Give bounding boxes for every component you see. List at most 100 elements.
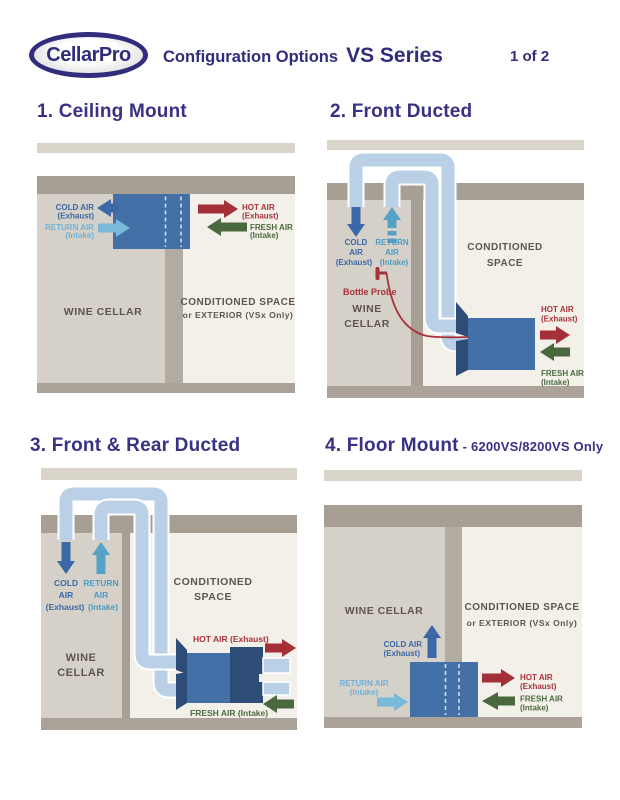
- svg-text:FRESH AIR: FRESH AIR: [541, 369, 584, 378]
- document-title: Configuration Options VS Series: [163, 44, 443, 68]
- cold-air-arrow: [97, 199, 118, 217]
- svg-text:(Exhaust): (Exhaust): [384, 649, 421, 658]
- return-air-arrow: [377, 693, 408, 711]
- document-title-series: VS Series: [346, 44, 443, 67]
- wine-cellar-label: WINE CELLAR: [57, 652, 105, 679]
- panel-2-title: 2. Front Ducted: [330, 101, 473, 122]
- svg-text:RETURN: RETURN: [83, 578, 118, 588]
- return-air-label: RETURN AIR (Intake): [83, 578, 118, 612]
- conditioned-space-label: CONDITIONED SPACE: [467, 242, 543, 269]
- return-duct: [383, 168, 469, 335]
- svg-text:(Exhaust): (Exhaust): [58, 212, 95, 221]
- return-air-arrow: [383, 207, 401, 243]
- page-number: 1 of 2: [510, 48, 550, 65]
- svg-text:(Intake): (Intake): [350, 688, 379, 697]
- hot-air-label: HOT AIR (Exhaust): [242, 203, 279, 221]
- conditioned-space-label: CONDITIONED SPACE: [174, 576, 253, 603]
- svg-text:(Intake): (Intake): [541, 378, 570, 387]
- svg-text:CONDITIONED: CONDITIONED: [467, 242, 543, 253]
- wine-cellar-label: WINE CELLAR: [64, 306, 142, 318]
- svg-text:COLD: COLD: [54, 578, 78, 588]
- front-rear-ducted-diagram: COLD AIR (Exhaust) RETURN AIR (Intake) W…: [41, 468, 297, 730]
- rear-ducts: [262, 657, 291, 696]
- hot-air-label: HOT AIR (Exhaust): [520, 673, 557, 691]
- svg-text:WINE: WINE: [352, 303, 381, 315]
- return-air-arrow: [92, 542, 110, 574]
- ceiling-band: [37, 176, 295, 194]
- dividing-wall: [445, 527, 462, 662]
- dividing-wall: [122, 533, 130, 718]
- floor-bar: [327, 386, 584, 398]
- logo-text: CellarPro: [46, 43, 131, 66]
- return-air-label: RETURN AIR (Intake): [339, 679, 388, 697]
- hot-air-arrow: [540, 326, 570, 344]
- front-ducted-diagram: COLD AIR (Exhaust) RETURN AIR (Intake) B…: [327, 140, 584, 398]
- top-bar: [37, 143, 295, 153]
- svg-text:(Intake): (Intake): [520, 704, 549, 713]
- cold-air-arrow: [347, 207, 365, 237]
- svg-text:(Intake): (Intake): [88, 602, 118, 612]
- hot-air-label: HOT AIR (Exhaust): [541, 305, 578, 324]
- svg-text:(Exhaust): (Exhaust): [520, 682, 557, 691]
- top-bar: [41, 468, 297, 480]
- fresh-air-arrow: [482, 692, 515, 710]
- svg-text:SPACE: SPACE: [487, 258, 523, 269]
- svg-text:(Exhaust): (Exhaust): [242, 212, 279, 221]
- top-bar: [327, 140, 584, 150]
- svg-text:FRESH AIR: FRESH AIR: [250, 223, 293, 232]
- return-air-label: RETURN AIR (Intake): [375, 238, 409, 267]
- fresh-air-arrow: [263, 695, 294, 713]
- svg-text:WINE: WINE: [66, 652, 97, 664]
- exterior-label: or EXTERIOR (VSx Only): [467, 618, 578, 628]
- wine-cellar-room: [327, 200, 411, 386]
- svg-text:CELLAR: CELLAR: [57, 667, 105, 679]
- hot-air-arrow: [482, 669, 515, 687]
- svg-text:RETURN: RETURN: [375, 238, 409, 247]
- svg-text:(Exhaust): (Exhaust): [541, 315, 578, 324]
- svg-text:COLD: COLD: [345, 238, 368, 247]
- panel-4-title-main: 4. Floor Mount: [325, 435, 459, 456]
- svg-text:COLD AIR: COLD AIR: [384, 640, 423, 649]
- cooling-unit: [456, 302, 535, 376]
- svg-text:(Intake): (Intake): [66, 231, 95, 240]
- fresh-air-label: FRESH AIR (Intake): [520, 695, 563, 713]
- cooling-unit: [176, 638, 263, 710]
- svg-text:AIR: AIR: [59, 590, 74, 600]
- fresh-air-label: FRESH AIR (Intake): [250, 223, 293, 240]
- ceiling-mount-diagram: COLD AIR (Exhaust) RETURN AIR (Intake) H…: [37, 143, 295, 393]
- svg-text:SPACE: SPACE: [194, 591, 232, 603]
- bottle-probe: [375, 267, 469, 339]
- floor-bar: [324, 717, 582, 728]
- svg-text:FRESH AIR: FRESH AIR: [520, 695, 563, 704]
- svg-text:RETURN AIR: RETURN AIR: [339, 679, 388, 688]
- fresh-air-arrow: [207, 218, 247, 236]
- svg-text:(Intake): (Intake): [250, 231, 279, 240]
- svg-text:HOT AIR: HOT AIR: [541, 305, 574, 314]
- hot-air-arrow: [198, 200, 238, 218]
- svg-text:(Exhaust): (Exhaust): [336, 258, 373, 267]
- floor-bar: [37, 383, 295, 393]
- return-air-label: RETURN AIR (Intake): [45, 223, 94, 240]
- hot-air-arrow: [265, 639, 296, 657]
- cold-air-label: COLD AIR (Exhaust): [46, 578, 85, 612]
- wine-cellar-room: [41, 533, 122, 718]
- cold-supply-duct: [347, 151, 469, 353]
- floor-bar: [41, 718, 297, 730]
- exterior-label: or EXTERIOR (VSx Only): [183, 310, 294, 320]
- conditioned-room: [462, 527, 582, 717]
- cold-air-arrow: [57, 542, 75, 574]
- svg-text:CONDITIONED: CONDITIONED: [174, 576, 253, 588]
- cooling-unit: [113, 194, 190, 249]
- fresh-air-label: FRESH AIR (Intake): [190, 708, 268, 718]
- svg-text:AIR: AIR: [94, 590, 109, 600]
- svg-text:HOT AIR: HOT AIR: [242, 203, 275, 212]
- panel-4-title: 4. Floor Mount- 6200VS/8200VS Only: [325, 435, 603, 457]
- dividing-wall: [411, 200, 423, 386]
- fresh-air-arrow: [540, 343, 570, 361]
- svg-text:COLD AIR: COLD AIR: [56, 203, 95, 212]
- ceiling-band: [324, 505, 582, 527]
- panel-1-title: 1. Ceiling Mount: [37, 101, 187, 122]
- cold-air-label: COLD AIR (Exhaust): [384, 640, 423, 658]
- cold-air-label: COLD AIR (Exhaust): [336, 238, 373, 267]
- svg-text:RETURN AIR: RETURN AIR: [45, 223, 94, 232]
